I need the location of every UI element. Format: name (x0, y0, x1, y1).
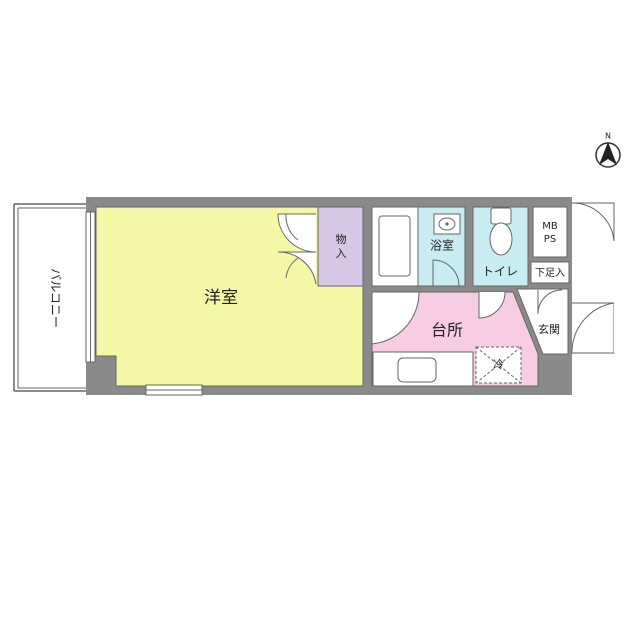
entrance: 玄関 (516, 288, 569, 355)
ps-label: PS (544, 234, 556, 245)
entrance-label: 玄関 (538, 322, 560, 336)
toilet: トイレ (472, 206, 529, 287)
mb-label: MB (542, 221, 558, 232)
kitchen-label: 台所 (431, 321, 463, 340)
balcony-window (85, 211, 96, 363)
storage-label-line2: 入 (336, 247, 347, 260)
mb-ps-door (571, 202, 615, 242)
compass-arrow-icon (599, 142, 617, 165)
storage-closet: 物 入 (317, 206, 364, 287)
kitchen: 台所 冷 (371, 291, 539, 387)
shoe-storage: 下足入 (530, 261, 570, 284)
balcony: バルコニー (13, 203, 87, 392)
compass-north-label: N (605, 132, 611, 141)
toilet-label: トイレ (482, 265, 518, 279)
bathroom-label: 浴室 (430, 238, 454, 253)
shoe-storage-label: 下足入 (535, 267, 565, 279)
storage-label-line1: 物 (336, 232, 347, 246)
mb-ps: MB PS (532, 206, 568, 258)
fridge-label: 冷 (493, 358, 504, 371)
western-room-label: 洋室 (204, 288, 238, 308)
compass: N (595, 132, 621, 168)
bathroom: 浴室 (371, 206, 466, 287)
closet-doors (277, 213, 317, 285)
balcony-label: バルコニー (49, 268, 63, 328)
fridge-space: 冷 (475, 346, 522, 384)
entrance-door (571, 302, 617, 354)
